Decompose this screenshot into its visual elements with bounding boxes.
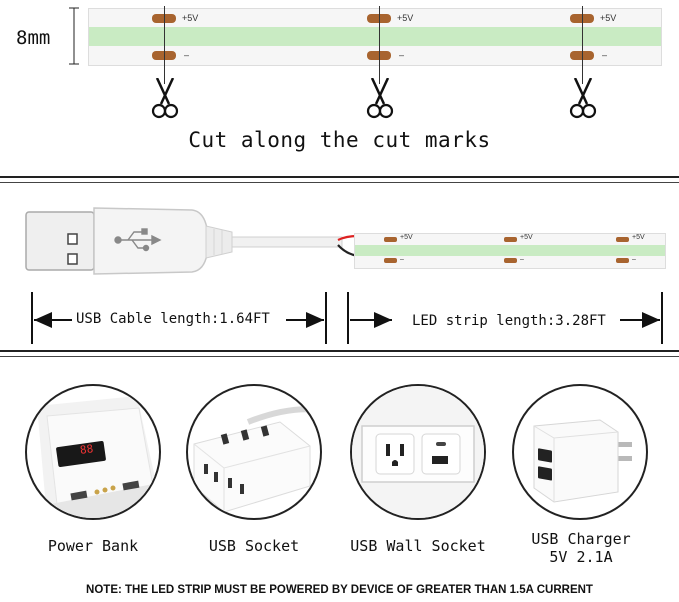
divider: [0, 356, 679, 357]
scissors-icon: [366, 78, 394, 119]
plus-label: +5V: [520, 234, 533, 241]
strip-length-label: LED strip length:3.28FT: [412, 313, 606, 329]
minus-label: –: [632, 256, 636, 263]
usb-charger-image: [512, 384, 648, 520]
cable-length-arrows: [31, 292, 327, 344]
plus-label: +5V: [400, 234, 413, 241]
width-label: 8mm: [16, 27, 51, 49]
divider: [0, 350, 679, 352]
device-label-usb-charger-line2: 5V 2.1A: [549, 548, 613, 566]
usb-socket-image: [186, 384, 322, 520]
led-strip-top-green: [89, 27, 661, 46]
cut-line: [379, 6, 380, 84]
device-label-power-bank: Power Bank: [47, 537, 139, 555]
pad-plus: [384, 237, 397, 242]
minus-label: –: [520, 256, 524, 263]
usb-wall-socket-image: [350, 384, 486, 520]
device-label-usb-charger-line1: USB Charger: [531, 530, 631, 548]
pad-minus: [384, 258, 397, 263]
pad-minus: [616, 258, 629, 263]
divider: [0, 182, 679, 183]
pad-minus: [504, 258, 517, 263]
plus-label: +5V: [182, 13, 199, 23]
minus-label: –: [184, 50, 190, 60]
cut-caption: Cut along the cut marks: [188, 128, 491, 152]
plus-label: +5V: [632, 234, 645, 241]
divider: [0, 176, 679, 178]
cable-length-label: USB Cable length:1.64FT: [76, 311, 270, 327]
power-bank-image: [25, 384, 161, 520]
cut-line: [582, 6, 583, 84]
device-label-usb-wall-socket: USB Wall Socket: [350, 537, 486, 555]
minus-label: –: [602, 50, 608, 60]
plus-label: +5V: [600, 13, 617, 23]
usb-cable-image: [25, 207, 359, 275]
scissors-icon: [569, 78, 597, 119]
power-note: NOTE: THE LED STRIP MUST BE POWERED BY D…: [86, 584, 593, 596]
pad-plus: [616, 237, 629, 242]
power-bank-display: 88: [79, 442, 95, 457]
scissors-icon: [151, 78, 179, 119]
width-dimension: [69, 7, 79, 65]
minus-label: –: [400, 256, 404, 263]
led-strip-mid-green: [355, 245, 665, 256]
minus-label: –: [399, 50, 405, 60]
strip-length-arrows: [347, 292, 663, 344]
pad-plus: [504, 237, 517, 242]
plus-label: +5V: [397, 13, 414, 23]
cut-line: [164, 6, 165, 84]
device-label-usb-socket: USB Socket: [208, 537, 300, 555]
